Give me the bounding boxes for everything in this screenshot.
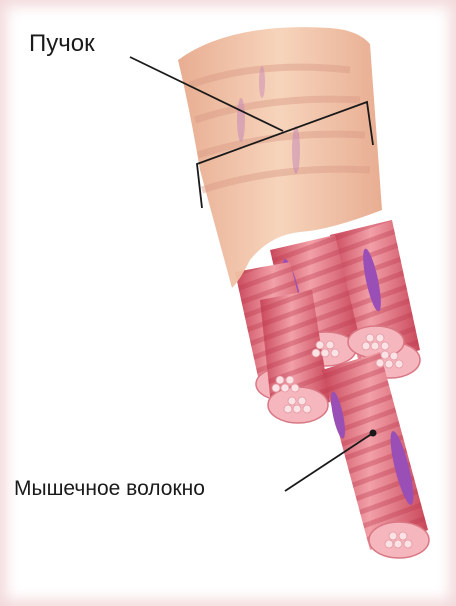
bundle-label: Пучок bbox=[29, 30, 95, 58]
muscle-fiber-label: Мышечное волокно bbox=[14, 477, 205, 501]
fiber-pointer-dot bbox=[370, 430, 377, 437]
